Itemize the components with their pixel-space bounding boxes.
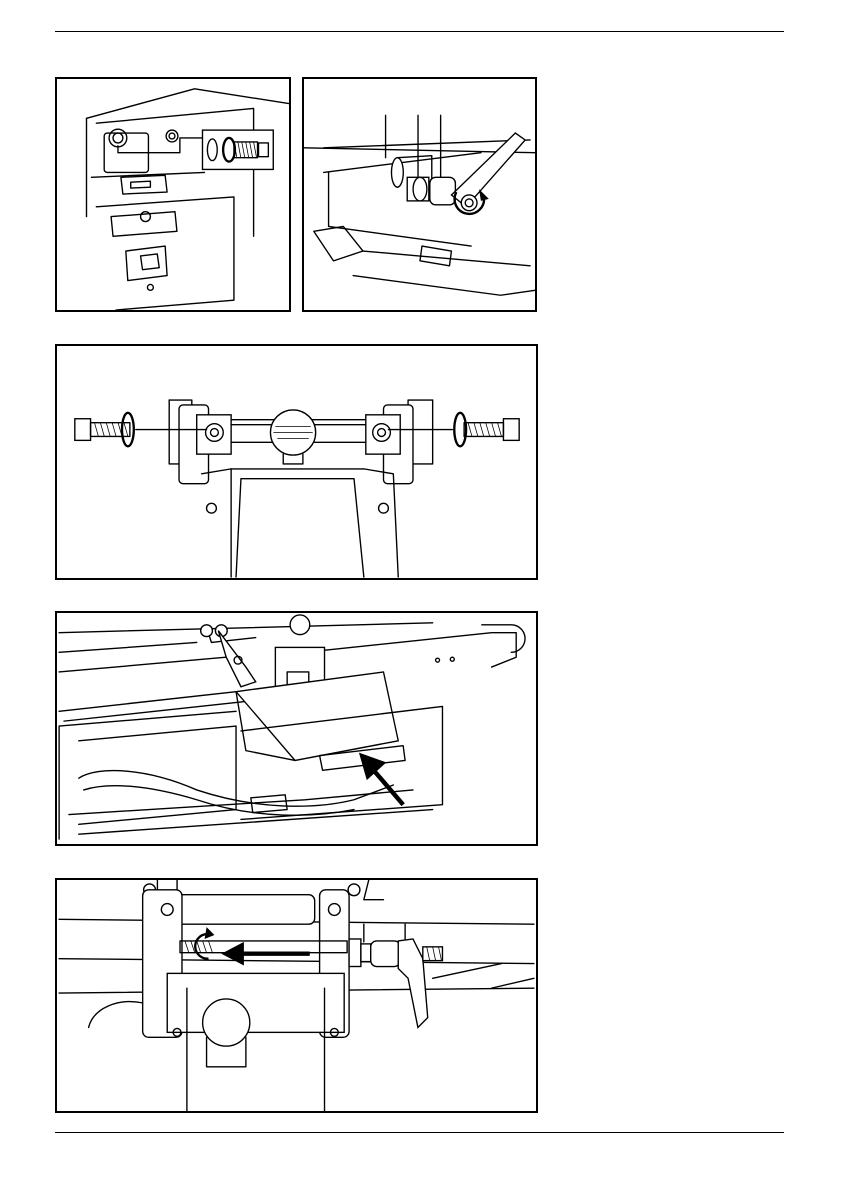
figure-cabinet-spring-detail	[55, 77, 291, 312]
spring-socket-right	[166, 130, 178, 142]
inset-box	[202, 130, 273, 169]
cabinet-spring-illustration	[57, 79, 289, 310]
bolt-head-right	[503, 419, 519, 441]
figure-lever-handle-assembly	[302, 77, 537, 312]
bottom-rule	[55, 1132, 784, 1133]
lever-handle	[451, 133, 525, 207]
table-plate	[236, 672, 398, 760]
figure-sliding-table-insertion	[55, 611, 538, 846]
bolts-illustration	[57, 346, 536, 578]
figure-bolts-with-o-rings	[55, 344, 538, 580]
locking-collar	[371, 941, 400, 967]
o-ring-left-icon	[122, 413, 134, 446]
insert-arrow-icon	[374, 770, 403, 804]
top-knob	[290, 615, 310, 635]
lever-handle-illustration	[304, 79, 535, 310]
sliding-table-illustration	[57, 613, 536, 844]
figure-threaded-rod-removal	[55, 878, 538, 1113]
threaded-rod-illustration	[57, 880, 536, 1111]
bolt-head-left	[75, 419, 91, 441]
top-rule	[55, 31, 784, 32]
clamp-knob	[203, 999, 250, 1046]
